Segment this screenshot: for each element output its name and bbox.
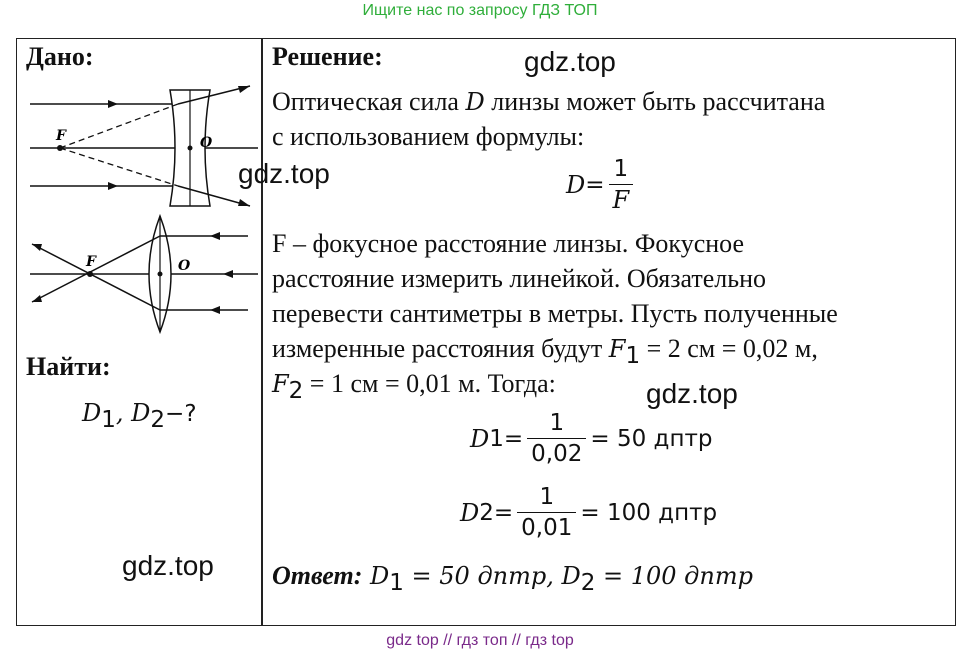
watermark: gdz.top [122,550,214,581]
watermark: gdz.top [646,378,738,409]
solution-line-6: измеренные расстояния будут F1 = 2 см = … [272,334,818,370]
diverging-lens-diagram: F O [30,85,258,207]
top-search-note: Ищите нас по запросу ГДЗ ТОП [362,2,598,19]
focus-label: F [55,128,67,144]
watermark: gdz.top [238,158,330,189]
solution-line-7: F2 = 1 см = 0,01 м. Тогда: [272,369,556,405]
solution-line-3: F – фокусное расстояние линзы. Фокусное [272,229,745,258]
solution-line-2: с использованием формулы: [272,122,585,151]
solution-line-5: перевести сантиметры в метры. Пусть полу… [272,299,838,328]
solution-line-4: расстояние измерить линейкой. Обязательн… [272,264,766,293]
watermark: gdz.top [524,46,616,77]
task-table [16,38,956,626]
solution-line-1: Оптическая сила D линзы может быть рассч… [272,87,826,116]
bottom-note: gdz top // гдз топ // гдз top [386,632,574,649]
find-heading: Найти: [26,352,111,381]
center-label: O [178,258,191,274]
answer-line: Ответ: D1 = 50 дптр, D2 = 100 дптр [272,561,753,597]
column-divider [261,38,263,626]
converging-lens-diagram: F O [30,214,258,335]
given-heading: Дано: [26,42,94,71]
find-expression: D1, D2−? [82,399,197,433]
center-label: O [200,135,213,151]
solution-heading: Решение: [272,42,383,71]
focus-label: F [85,254,97,270]
